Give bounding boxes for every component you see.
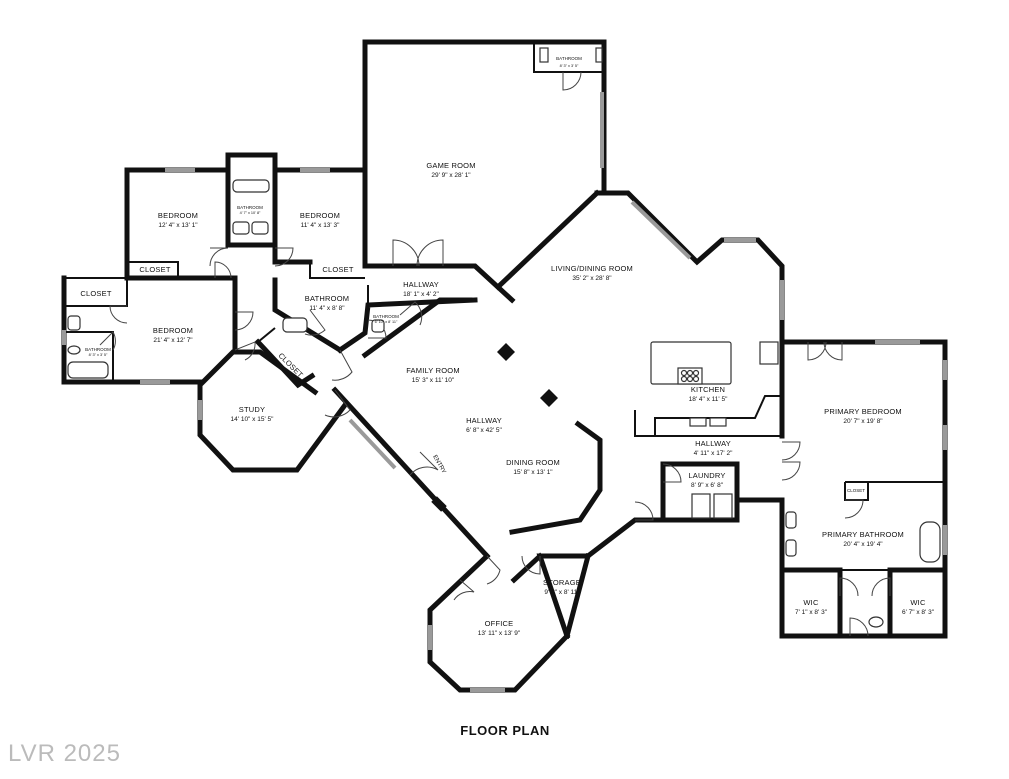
room-dim-hallway-center: 6' 8" x 42' 5" (466, 427, 502, 434)
room-dim-laundry: 8' 9" x 6' 8" (691, 482, 724, 489)
room-dim-kitchen: 18' 4" x 11' 5" (689, 396, 728, 403)
room-label-closet-a: CLOSET (139, 265, 170, 274)
watermark: LVR 2025 (8, 740, 121, 767)
room-label-dining-room: DINING ROOM (506, 458, 560, 467)
room-dim-game-room: 29' 9" x 28' 1" (431, 172, 471, 179)
room-label-closet-b: CLOSET (322, 265, 353, 274)
room-label-primary-bedroom: PRIMARY BEDROOM (824, 407, 902, 416)
room-label-game-room: GAME ROOM (426, 161, 475, 170)
room-dim-bathroom-small: 4' 7" x 10' 8" (240, 211, 261, 215)
room-label-bathroom-mid: BATHROOM (305, 294, 349, 303)
room-label-primary-bathroom: PRIMARY BATHROOM (822, 530, 904, 539)
room-dim-hallway-right: 4' 11" x 17' 2" (694, 450, 733, 457)
room-dim-bathroom-left: 8' 3" x 3' 5" (89, 353, 108, 357)
room-dim-bathroom-mid: 11' 4" x 8' 8" (309, 305, 345, 312)
room-label-bedroom-b: BEDROOM (300, 211, 340, 220)
room-label-office: OFFICE (485, 619, 514, 628)
room-label-bathroom-top: BATHROOM (556, 56, 582, 61)
room-dim-living-dining: 35' 2" x 28' 8" (572, 275, 612, 282)
room-labels: BATHROOM 8' 3" x 3' 5" GAME ROOM 29' 9" … (80, 56, 934, 637)
room-dim-study: 14' 10" x 15' 5" (231, 416, 275, 423)
room-label-study: STUDY (239, 405, 265, 414)
room-label-bedroom-c: BEDROOM (153, 326, 193, 335)
room-label-hallway-right: HALLWAY (695, 439, 731, 448)
room-dim-wic-left: 7' 1" x 8' 3" (795, 609, 828, 616)
room-label-storage: STORAGE (543, 578, 581, 587)
room-dim-dining-room: 15' 8" x 13' 1" (513, 469, 553, 476)
room-label-family-room: FAMILY ROOM (406, 366, 460, 375)
walls (61, 39, 948, 693)
room-label-closet-e: CLOSET (847, 488, 865, 493)
room-dim-bathroom-top: 8' 3" x 3' 5" (560, 64, 579, 68)
room-label-bathroom-small: BATHROOM (237, 205, 263, 210)
room-dim-bedroom-c: 21' 4" x 12' 7" (153, 337, 193, 344)
windows (62, 92, 947, 692)
room-label-wic-right: WIC (910, 598, 926, 607)
room-label-closet-c: CLOSET (80, 289, 111, 298)
room-label-laundry: LAUNDRY (688, 471, 725, 480)
room-dim-family-room: 15' 3" x 11' 10" (412, 377, 455, 384)
room-label-bathroom-left: BATHROOM (85, 347, 111, 352)
room-label-bedroom-a: BEDROOM (158, 211, 198, 220)
room-dim-bedroom-b: 11' 4" x 13' 3" (301, 222, 340, 229)
room-dim-bedroom-a: 12' 4" x 13' 1" (158, 222, 198, 229)
room-dim-hallway-top: 18' 1" x 4' 2" (403, 291, 439, 298)
room-dim-storage: 9' 8" x 8' 11" (544, 589, 580, 596)
room-label-kitchen: KITCHEN (691, 385, 725, 394)
fixtures (67, 47, 941, 628)
room-label-entry: ENTRY (431, 454, 446, 475)
room-dim-primary-bedroom: 20' 7" x 19' 8" (843, 418, 883, 425)
room-label-hallway-center: HALLWAY (466, 416, 502, 425)
room-dim-wic-right: 6' 7" x 8' 3" (902, 609, 935, 616)
room-dim-office: 13' 11" x 13' 9" (478, 630, 521, 637)
doors (99, 71, 891, 637)
room-dim-bathroom-tiny: 6' 10" x 8' 11" (375, 320, 398, 324)
room-label-bathroom-tiny: BATHROOM (373, 314, 399, 319)
room-label-wic-left: WIC (803, 598, 819, 607)
room-label-hallway-top: HALLWAY (403, 280, 439, 289)
room-dim-primary-bathroom: 20' 4" x 19' 4" (843, 541, 883, 548)
plan-caption: FLOOR PLAN (460, 723, 550, 738)
room-label-living-dining: LIVING/DINING ROOM (551, 264, 633, 273)
